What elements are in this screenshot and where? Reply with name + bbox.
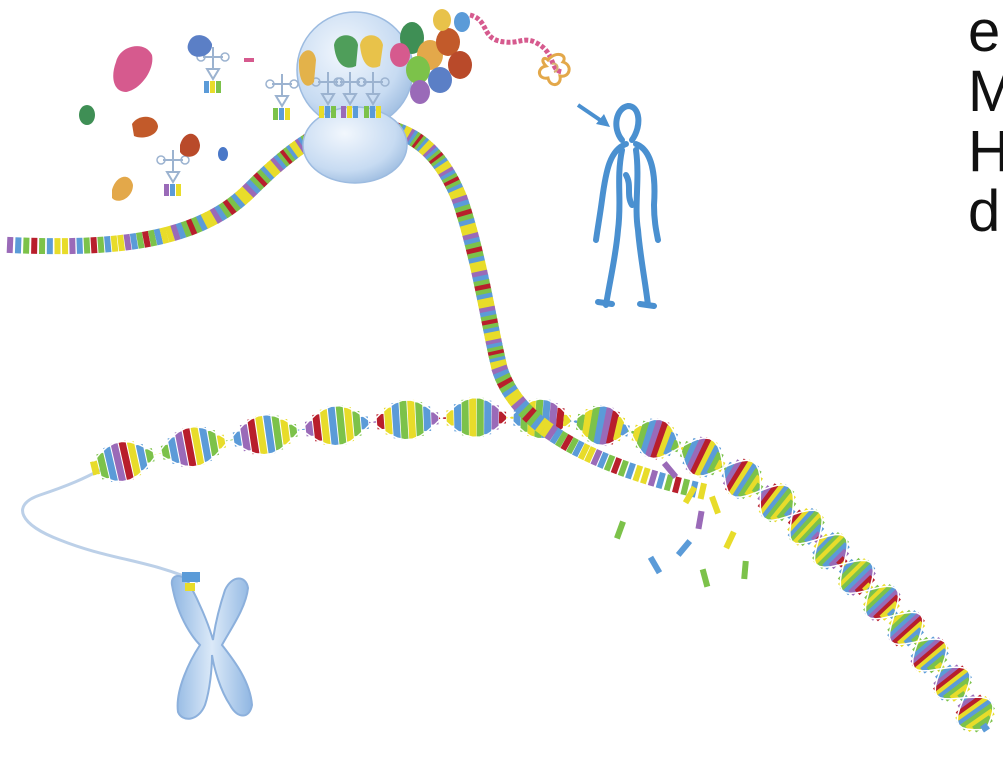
caption-line: e bbox=[968, 2, 1003, 62]
caption-line: M bbox=[968, 62, 1003, 122]
caption-line: H bbox=[968, 122, 1003, 182]
side-caption: e M H d bbox=[968, 2, 1003, 242]
caption-line: d bbox=[968, 182, 1003, 242]
